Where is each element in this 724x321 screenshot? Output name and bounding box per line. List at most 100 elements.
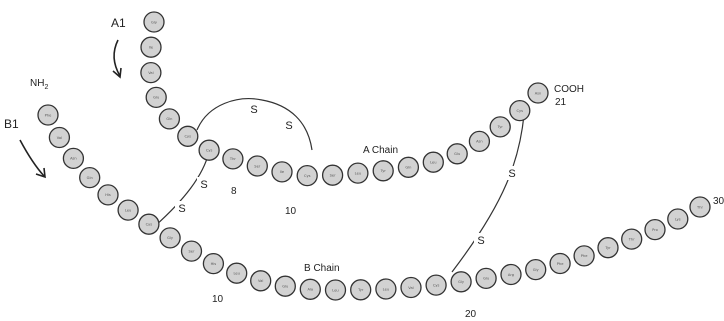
bond-a20-b19: [452, 102, 525, 272]
residue-label: Ser: [254, 164, 260, 168]
b10-label: 10: [212, 294, 224, 305]
residue-label: Tyr: [604, 246, 611, 250]
residue-label: Tyr: [497, 125, 504, 129]
residue-label: Cys: [206, 149, 213, 153]
sulfur-label: S: [250, 104, 257, 116]
b1-label: B1: [4, 117, 19, 131]
residue-label: Val: [57, 136, 62, 140]
nh2-label: NH2: [30, 78, 48, 91]
a1-arrow-icon: [114, 40, 120, 76]
residue-b25: Phe: [574, 246, 594, 266]
sulfur-label: S: [178, 203, 185, 215]
residue-a17: Glu: [447, 144, 467, 164]
a8-label: 8: [231, 186, 237, 197]
residue-b12: Val: [251, 271, 271, 291]
residue-label: Tyr: [380, 169, 387, 173]
residue-label: Leu: [332, 288, 338, 292]
residue-a10: Ile: [272, 162, 292, 182]
residue-label: Ser: [189, 249, 195, 253]
b-chain-label: B Chain: [304, 263, 340, 274]
residue-a11: Cys: [297, 166, 317, 186]
residue-b8: Gly: [160, 228, 180, 248]
b30-label: 30: [713, 196, 724, 207]
residue-a3: Val: [141, 63, 161, 83]
residue-label: Thr: [696, 205, 703, 209]
residue-label: Asn: [70, 157, 77, 161]
residue-a9: Ser: [247, 156, 267, 176]
residue-b23: Gly: [526, 260, 546, 280]
residue-label: Phe: [581, 254, 588, 258]
residue-b27: Thr: [622, 229, 642, 249]
a10-label: 10: [285, 206, 297, 217]
residue-b1: Phe: [38, 105, 58, 125]
residue-b4: Gln: [80, 168, 100, 188]
residue-a7: Cys: [199, 140, 219, 160]
residue-b30: Thr: [690, 197, 710, 217]
residue-b9: Ser: [182, 241, 202, 261]
residue-label: Leu: [383, 287, 389, 291]
residue-a4: Glu: [146, 87, 166, 107]
residue-b13: Glu: [275, 276, 295, 296]
residue-b10: His: [203, 254, 223, 274]
residue-label: Tyr: [357, 288, 364, 292]
residue-b18: Val: [401, 278, 421, 298]
residue-label: Phe: [45, 113, 52, 117]
residue-label: Gly: [167, 236, 174, 240]
residue-b7: Cys: [139, 214, 159, 234]
residue-label: Glu: [153, 96, 159, 100]
b-chain: PheValAsnGlnHisLeuCysGlySerHisLeuValGluA…: [38, 105, 710, 300]
residue-a1: Gly: [144, 12, 164, 32]
residue-label: Gly: [458, 280, 465, 284]
residue-label: Cys: [517, 109, 524, 113]
residue-a14: Tyr: [373, 161, 393, 181]
residue-label: Ser: [330, 174, 336, 178]
residue-b2: Val: [49, 128, 69, 148]
sulfur-label: S: [477, 235, 484, 247]
residue-label: Glu: [282, 285, 288, 289]
cooh-label: COOH: [554, 84, 584, 95]
a1-label: A1: [111, 16, 126, 30]
residue-b19: Cys: [426, 275, 446, 295]
residue-label: Val: [148, 71, 153, 75]
b1-arrow-icon: [20, 140, 44, 176]
residue-a16: Leu: [423, 152, 443, 172]
residue-label: His: [105, 193, 111, 197]
a21-label: 21: [555, 97, 567, 108]
residue-label: His: [211, 262, 217, 266]
residue-label: Phe: [557, 262, 564, 266]
b20-label: 20: [465, 309, 477, 320]
residue-label: Ala: [307, 288, 313, 292]
residue-label: Cys: [146, 223, 153, 227]
residue-a5: Gln: [159, 109, 179, 129]
residue-a12: Ser: [323, 165, 343, 185]
residue-b17: Leu: [376, 279, 396, 299]
residue-label: Thr: [229, 157, 236, 161]
residue-b6: Leu: [118, 200, 138, 220]
residue-a15: Gln: [398, 157, 418, 177]
residue-a2: Ile: [141, 37, 161, 57]
residue-label: Gln: [87, 176, 93, 180]
residue-b24: Phe: [550, 254, 570, 274]
residue-b29: Lys: [668, 209, 688, 229]
residue-label: Pro: [652, 228, 658, 232]
residue-label: Gln: [405, 166, 411, 170]
residue-b3: Asn: [63, 148, 83, 168]
residue-a18: Asn: [469, 131, 489, 151]
residue-b14: Ala: [300, 279, 320, 299]
residue-label: Glu: [454, 152, 460, 156]
residue-b21: Glu: [476, 268, 496, 288]
residue-a13: Leu: [348, 163, 368, 183]
residue-label: Asn: [476, 140, 483, 144]
residue-label: Leu: [430, 161, 436, 165]
residue-label: Leu: [125, 208, 131, 212]
residue-b28: Pro: [645, 220, 665, 240]
residue-label: Cys: [304, 174, 311, 178]
sulfur-label: S: [285, 120, 292, 132]
residue-b20: Gly: [451, 272, 471, 292]
residue-b5: His: [98, 185, 118, 205]
residue-label: Val: [408, 286, 413, 290]
residue-b22: Arg: [501, 265, 521, 285]
residue-b26: Tyr: [598, 238, 618, 258]
